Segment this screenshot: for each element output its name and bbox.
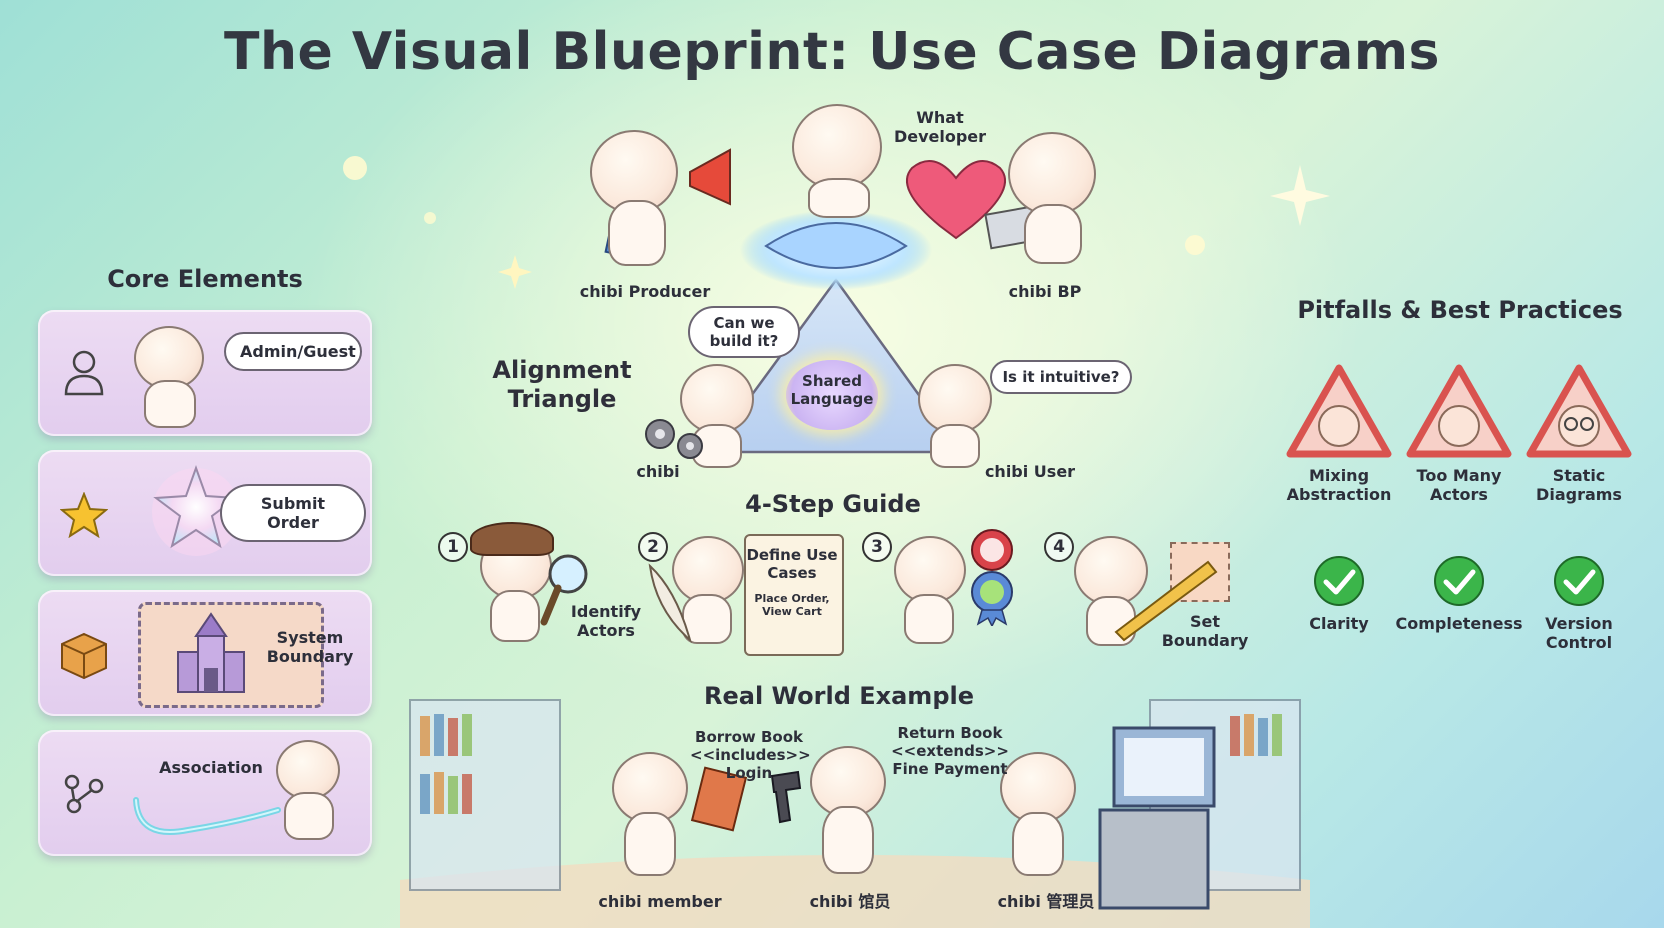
association-chibi-body <box>284 792 334 840</box>
steps-heading: 4-Step Guide <box>745 490 921 518</box>
page-title: The Visual Blueprint: Use Case Diagrams <box>223 22 1440 82</box>
member-label: chibi member <box>598 892 722 911</box>
user-question-bubble: Is it intuitive? <box>990 360 1132 394</box>
bp-chibi <box>1008 132 1096 216</box>
rosette-badges-icon <box>971 529 1013 626</box>
warning-3-label: Static Diagrams <box>1536 466 1622 505</box>
actor-chibi-body <box>144 380 196 428</box>
step-2-sublabel: Place Order, View Cart <box>754 592 830 619</box>
card-use-case: Submit Order <box>38 450 372 576</box>
producer-label: chibi Producer <box>579 282 711 301</box>
alignment-top-label: What Developer <box>893 108 987 147</box>
association-line <box>133 797 281 835</box>
step-1-number: 1 <box>438 532 468 562</box>
card-system-boundary: System Boundary <box>38 590 372 716</box>
shared-language-label: Shared Language <box>790 372 874 408</box>
scroll-icon <box>744 534 844 656</box>
alignment-heading: Alignment Triangle <box>492 356 632 413</box>
star-icon <box>60 492 108 538</box>
link-nodes-icon <box>64 774 104 814</box>
step-4-number: 4 <box>1044 532 1074 562</box>
practice-1-label: Clarity <box>1309 614 1369 633</box>
step-2-number: 2 <box>638 532 668 562</box>
producer-chibi-body <box>608 200 666 266</box>
return-extend-label: Return Book <<extends>> Fine Payment <box>891 724 1009 778</box>
shared-language-glow <box>786 360 878 430</box>
actor-bubble: Admin/Guest <box>224 332 362 371</box>
warning-2-label: Too Many Actors <box>1416 466 1502 505</box>
developer-chibi <box>680 364 754 434</box>
user-actor-label: chibi User <box>984 462 1076 481</box>
admin-chibi <box>1000 752 1076 824</box>
bp-chibi-body <box>1024 204 1082 264</box>
core-elements-heading: Core Elements <box>107 265 303 293</box>
user-chibi <box>918 364 992 434</box>
check-1-icon <box>1314 556 1364 606</box>
practice-2-label: Completeness <box>1395 614 1523 633</box>
bp-label: chibi BP <box>1008 282 1082 301</box>
step-4-chibi-body <box>1086 596 1136 646</box>
association-chibi <box>276 740 340 800</box>
check-2-icon <box>1434 556 1484 606</box>
member-chibi-body <box>624 812 676 876</box>
pitfalls-heading: Pitfalls & Best Practices <box>1297 296 1623 324</box>
warning-1-label: Mixing Abstraction <box>1286 466 1392 505</box>
use-case-bubble: Submit Order <box>220 484 366 542</box>
borrow-include-label: Borrow Book <<includes>> Login <box>690 728 811 782</box>
step-2-label: Define Use Cases <box>746 546 838 582</box>
librarian-label: chibi 馆员 <box>809 892 891 911</box>
practice-3-label: Version Control <box>1545 614 1613 653</box>
dev-actor-label: chibi <box>636 462 680 481</box>
castle-icon <box>177 612 245 693</box>
step-1-chibi-body <box>490 590 540 642</box>
warning-2-icon <box>1406 364 1512 458</box>
magnifier-icon <box>540 554 588 626</box>
librarian-chibi-body <box>822 806 874 874</box>
box-icon <box>61 632 107 680</box>
boundary-label: System Boundary <box>266 628 354 667</box>
admin-label: chibi 管理员 <box>997 892 1095 911</box>
example-heading: Real World Example <box>704 682 974 710</box>
step-3-chibi-body <box>904 594 954 644</box>
quill-icon <box>648 563 692 643</box>
gears-icon <box>645 419 703 459</box>
librarian-chibi <box>810 746 886 818</box>
card-association: Association <box>38 730 372 856</box>
detective-hat-icon <box>470 522 554 556</box>
ruler-icon <box>1114 560 1218 642</box>
admin-chibi-body <box>1012 812 1064 876</box>
step-3-number: 3 <box>862 532 892 562</box>
user-icon <box>64 350 104 396</box>
step-4-label: Set Boundary <box>1161 612 1249 651</box>
check-3-icon <box>1554 556 1604 606</box>
dev-question-bubble: Can we build it? <box>688 306 800 358</box>
step-4-chibi <box>1074 536 1148 606</box>
association-label: Association <box>159 758 263 777</box>
center-top-chibi-body <box>808 178 870 218</box>
user-chibi-body <box>930 424 980 468</box>
warning-3-icon <box>1526 364 1632 458</box>
library-scene-art <box>400 699 1310 928</box>
step-1-label: Identify Actors <box>570 602 642 641</box>
warning-1-icon <box>1286 364 1392 458</box>
card-actor: Admin/Guest <box>38 310 372 436</box>
